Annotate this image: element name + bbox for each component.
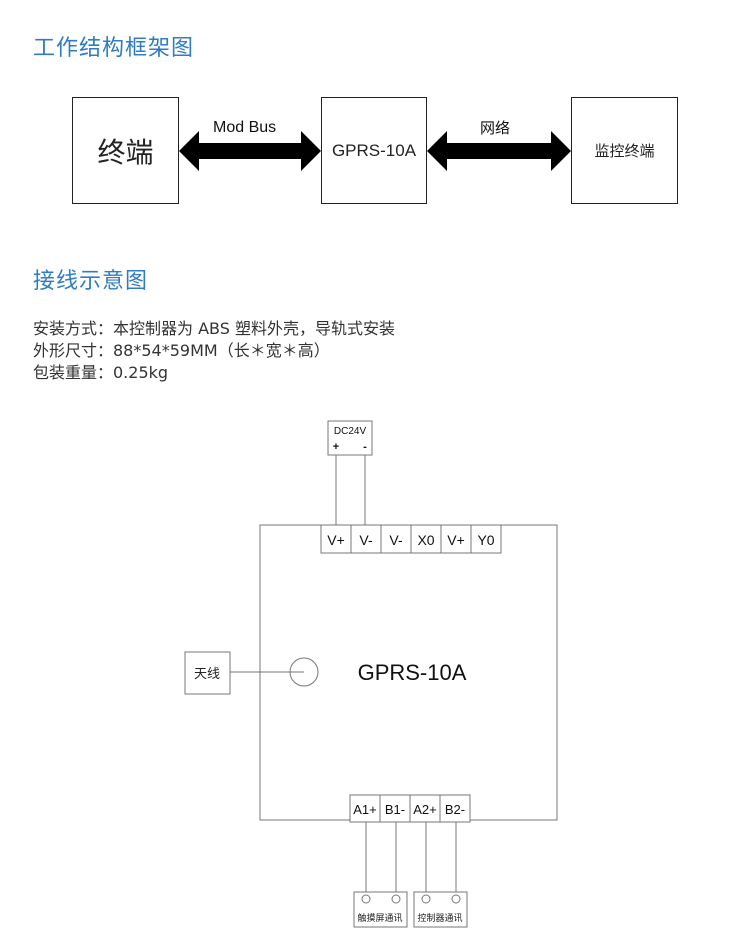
power-plus-label: +	[333, 441, 339, 453]
terminal-label: B1-	[385, 802, 405, 817]
terminal-slot	[380, 524, 412, 554]
antenna-box	[184, 651, 231, 695]
terminal-label: Y0	[477, 532, 494, 548]
wiring-section-title: 接线示意图	[33, 269, 149, 294]
network-double-arrow	[427, 131, 571, 171]
terminal-slot	[470, 524, 502, 554]
structure-arrows	[179, 131, 571, 171]
structure-section-title: 工作结构框架图	[33, 36, 195, 61]
device-name-label: GPRS-10A	[358, 660, 467, 685]
bottom-terminal-block: A1+ B1- A2+ B2-	[349, 794, 471, 823]
terminal-box-label: 终端	[97, 135, 154, 169]
monitor-terminal-box-label: 监控终端	[594, 142, 655, 160]
controller-comm-label: 控制器通讯	[417, 912, 462, 924]
touchscreen-comm-label: 触摸屏通讯	[357, 912, 402, 924]
terminal-slot	[410, 524, 442, 554]
terminal-label: V+	[447, 532, 465, 548]
spec-install: 安装方式：本控制器为 ABS 塑料外壳，导轨式安装	[33, 319, 395, 338]
antenna-label: 天线	[194, 667, 220, 682]
network-label: 网络	[480, 119, 511, 137]
power-minus-label: -	[363, 441, 367, 453]
terminal-slot	[349, 794, 381, 823]
modbus-label: Mod Bus	[213, 119, 277, 136]
terminal-slot	[440, 524, 472, 554]
power-supply-label: DC24V	[334, 426, 367, 437]
connector-icon	[361, 894, 371, 904]
terminal-slot	[379, 794, 411, 823]
terminal-label: B2-	[445, 802, 465, 817]
spec-list: 安装方式：本控制器为 ABS 塑料外壳，导轨式安装 外形尺寸：88*54*59M…	[33, 318, 395, 384]
terminal-label: V+	[327, 532, 345, 548]
connector-icon	[421, 894, 431, 904]
terminal-label: X0	[417, 532, 434, 548]
terminal-slot	[320, 524, 352, 554]
terminal-label: A1+	[353, 802, 377, 817]
gprs-box: GPRS-10A	[321, 97, 427, 204]
terminal-slot	[350, 524, 382, 554]
terminal-slot	[439, 794, 471, 823]
spec-dimensions: 外形尺寸：88*54*59MM（长＊宽＊高）	[33, 341, 330, 360]
spec-weight: 包装重量：0.25kg	[33, 363, 169, 382]
terminal-slot	[409, 794, 441, 823]
connector-icon	[451, 894, 461, 904]
power-supply-box	[327, 420, 373, 456]
modbus-double-arrow	[179, 131, 321, 171]
terminal-box: 终端	[72, 97, 179, 204]
top-terminal-block: V+ V- V- X0 V+ Y0	[320, 524, 502, 554]
terminal-label: A2+	[413, 802, 437, 817]
antenna-connector-icon	[289, 657, 319, 687]
terminal-label: V-	[389, 532, 403, 548]
monitor-terminal-box: 监控终端	[571, 97, 678, 204]
connector-icon	[391, 894, 401, 904]
gprs-box-label: GPRS-10A	[331, 140, 417, 160]
terminal-label: V-	[359, 532, 373, 548]
